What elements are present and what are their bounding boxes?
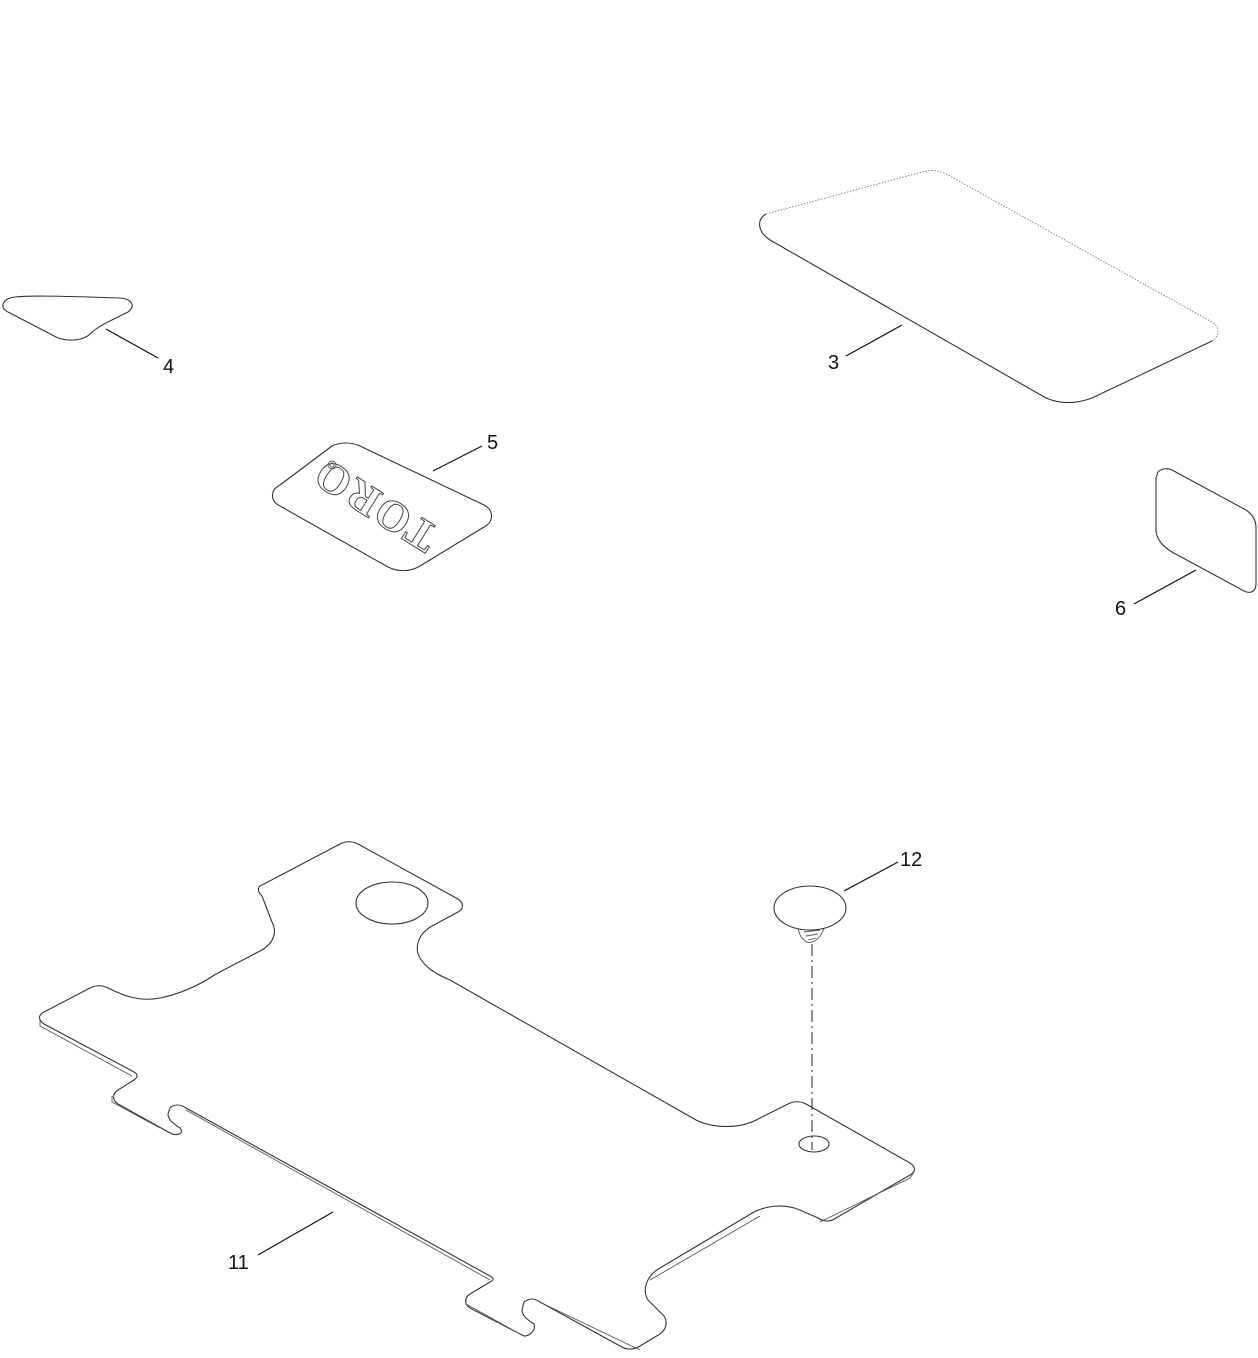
- callout-3[interactable]: 3: [828, 352, 840, 374]
- part-3-rectangular-decal: [759, 170, 1219, 404]
- callout-4[interactable]: 4: [163, 356, 175, 378]
- callout-6[interactable]: 6: [1115, 598, 1127, 620]
- rivet-hole: [798, 1135, 830, 1153]
- rivet-head: [773, 885, 847, 931]
- leader-line-5: [432, 445, 483, 472]
- part-6-small-decal: [1133, 468, 1257, 605]
- part-11-floor-mat: [38, 841, 916, 1351]
- part-12-push-rivet: [773, 861, 899, 1150]
- leader-line-4: [105, 328, 159, 359]
- callout-12[interactable]: 12: [900, 849, 923, 871]
- leader-line-6: [1133, 569, 1197, 605]
- rivet-shank: [797, 927, 825, 943]
- leader-line-12: [843, 861, 899, 892]
- leader-line-11: [257, 1211, 334, 1256]
- callout-5[interactable]: 5: [487, 432, 499, 454]
- registered-mark-icon: [327, 460, 337, 470]
- part-5-toro-decal: TORO: [271, 442, 493, 572]
- part-4-triangular-decal: [2, 295, 159, 359]
- leader-line-3: [845, 324, 903, 357]
- mat-circle-decal: [355, 881, 429, 925]
- callout-11[interactable]: 11: [228, 1252, 249, 1274]
